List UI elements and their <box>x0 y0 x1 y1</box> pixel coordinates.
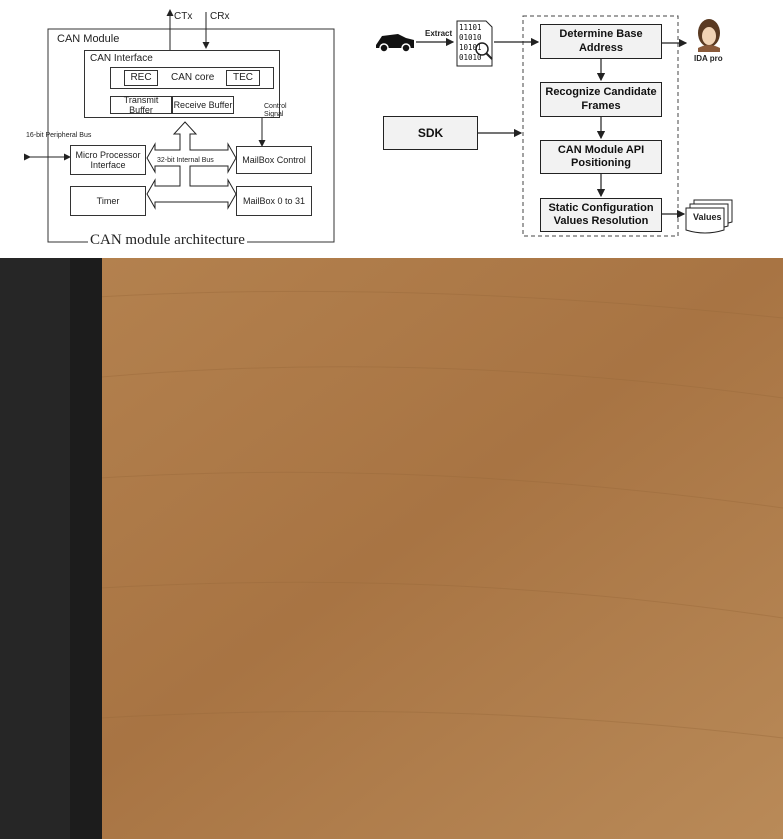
mailbox-range-box: MailBox 0 to 31 <box>236 186 312 216</box>
step-static-config-resolution: Static Configuration Values Resolution <box>540 198 662 232</box>
values-label: Values <box>693 212 722 222</box>
values-documents-icon <box>685 199 733 234</box>
can-core-frame <box>110 67 274 89</box>
receive-buffer-box: Receive Buffer <box>172 96 234 114</box>
transmit-buffer-box: Transmit Buffer <box>110 95 172 115</box>
can-interface-title: CAN Interface <box>90 53 153 64</box>
mailbox-control-box: MailBox Control <box>236 146 312 174</box>
rec-box: REC <box>124 70 158 86</box>
can-module-title: CAN Module <box>57 33 120 45</box>
step-can-api-positioning: CAN Module API Positioning <box>540 140 662 174</box>
peripheral-bus-label: 16-bit Peripheral Bus <box>26 132 92 139</box>
ctx-label: CTx <box>174 11 193 22</box>
can-core-label: CAN core <box>171 72 215 83</box>
binary-line: 01010 <box>459 33 482 42</box>
sdk-box: SDK <box>383 116 478 150</box>
step-determine-base-address: Determine Base Address <box>540 24 662 59</box>
binary-code: 11101 01010 10101 01010 <box>459 23 482 63</box>
car-icon <box>376 34 414 53</box>
ida-pro-label: IDA pro <box>694 54 723 63</box>
extract-label: Extract <box>425 29 453 38</box>
hardware-photo-drawing <box>0 258 783 839</box>
crx-label: CRx <box>210 11 230 22</box>
micro-processor-interface-box: Micro Processor Interface <box>70 145 146 175</box>
binary-line: 01010 <box>459 53 482 62</box>
can-diagram-caption: CAN module architecture <box>88 232 247 249</box>
internal-bus-label: 32-bit Internal Bus <box>157 157 214 164</box>
binary-line: 11101 <box>459 23 482 32</box>
control-signal-label: Control Signal <box>264 103 287 118</box>
ida-pro-icon <box>698 19 720 52</box>
timer-box: Timer <box>70 186 146 216</box>
can-interface-box <box>84 50 280 118</box>
binary-line: 10101 <box>459 43 482 52</box>
tec-box: TEC <box>226 70 260 86</box>
hardware-photo <box>0 258 783 839</box>
step-recognize-candidate-frames: Recognize Candidate Frames <box>540 82 662 117</box>
workflow-lines <box>376 15 733 237</box>
